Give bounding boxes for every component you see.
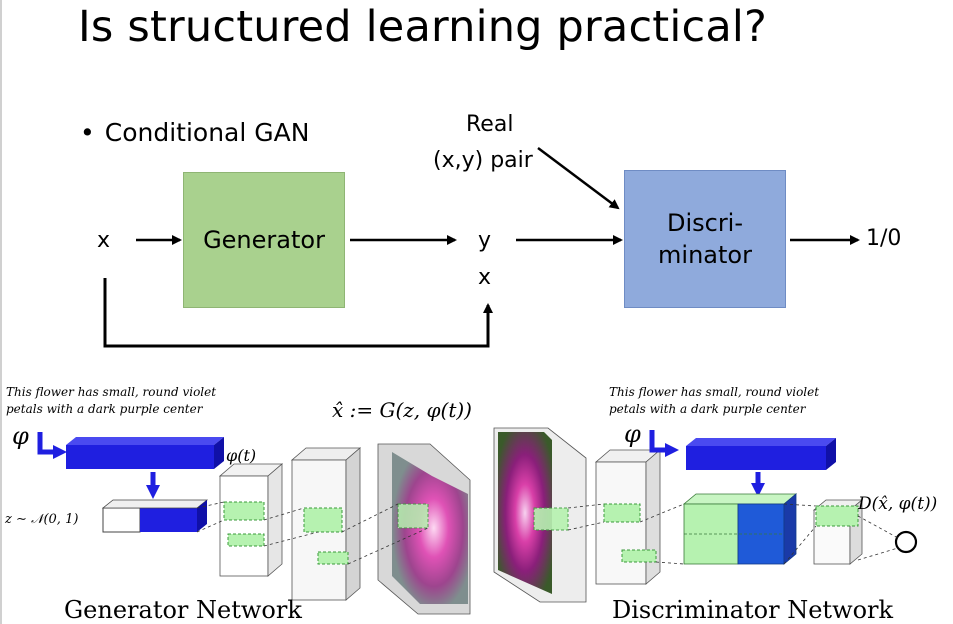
concat-embedding [140,508,197,532]
slide-left-edge [0,0,2,624]
gen-connectors [196,501,429,565]
phi-left-arrow [37,432,67,459]
concat-top [101,499,209,509]
generated-image-label: x̂ := G(z, φ(t)) [332,398,472,422]
caption-right: This flower has small, round violet peta… [609,384,869,418]
input-x-label: x [97,228,111,253]
slide-title: Is structured learning practical? [78,2,768,52]
discriminator-label-line2: minator [658,241,752,269]
disc-output-label: D(x̂, φ(t)) [858,494,938,514]
gen-block2-side [345,447,361,601]
arrow-real-pair-to-discriminator [537,147,620,210]
disc-block2-feature [815,505,859,527]
noise-vector [102,507,141,533]
disc-output-node [894,530,918,554]
gen-block1-front [219,475,269,577]
phi-t-label: φ(t) [226,446,257,465]
output-y-label: y [478,228,492,253]
embedding-bar-left-face [66,445,214,469]
disc-block1-front [595,461,647,585]
real-pair-label-line2: (x,y) pair [433,148,533,173]
gen-block1-side [267,463,283,577]
embedding-bar-left [66,437,224,445]
disc-block1-feature-b [621,549,657,563]
generator-network-label: Generator Network [64,596,302,624]
phi-right-symbol: φ [624,420,641,448]
real-pair-label-line1: Real [466,112,514,137]
caption-right-line2: petals with a dark purple center [609,402,806,416]
result-label: 1/0 [866,226,902,251]
gen-block1-feature-b [227,533,265,547]
embedding-bar-right-top [686,438,836,446]
gen-block1-feature-a [223,501,265,521]
disc-input-feature [533,507,569,531]
phi-left-symbol: φ [12,422,29,450]
embedding-bar-left-side [214,437,224,469]
caption-left-line2: petals with a dark purple center [6,402,203,416]
noise-label: z ∼ 𝒩(0, 1) [5,512,79,527]
gen-image-feature [397,503,429,529]
arrow-x-bypass-to-output [103,278,493,348]
embedding-bar-right-side [826,438,836,470]
concat-side [197,500,207,532]
caption-right-line1: This flower has small, round violet [609,385,820,399]
disc-block1-feature-a [603,503,641,523]
disc-connectors [567,503,899,565]
generator-box: Generator [183,172,345,308]
caption-left-line1: This flower has small, round violet [6,385,217,399]
discriminator-label-line1: Discri- [666,209,744,237]
phi-right-arrow [649,430,679,457]
generated-flower-image [392,452,468,604]
gen-block2-feature-a [303,507,343,533]
discriminator-box: Discri- minator [624,170,786,308]
concat-block-side [783,493,797,565]
discriminator-network-label: Discriminator Network [612,596,894,624]
real-flower-image [498,432,552,594]
caption-left: This flower has small, round violet peta… [6,384,266,418]
concat-block-top [682,493,798,505]
bullet-text: Conditional GAN [104,118,310,147]
bullet-conditional-gan: • Conditional GAN [80,118,309,147]
output-x-label: x [478,265,492,290]
bullet-dot: • [80,118,95,147]
gen-block2-feature-b [317,551,349,565]
embedding-bar-right [686,446,826,470]
